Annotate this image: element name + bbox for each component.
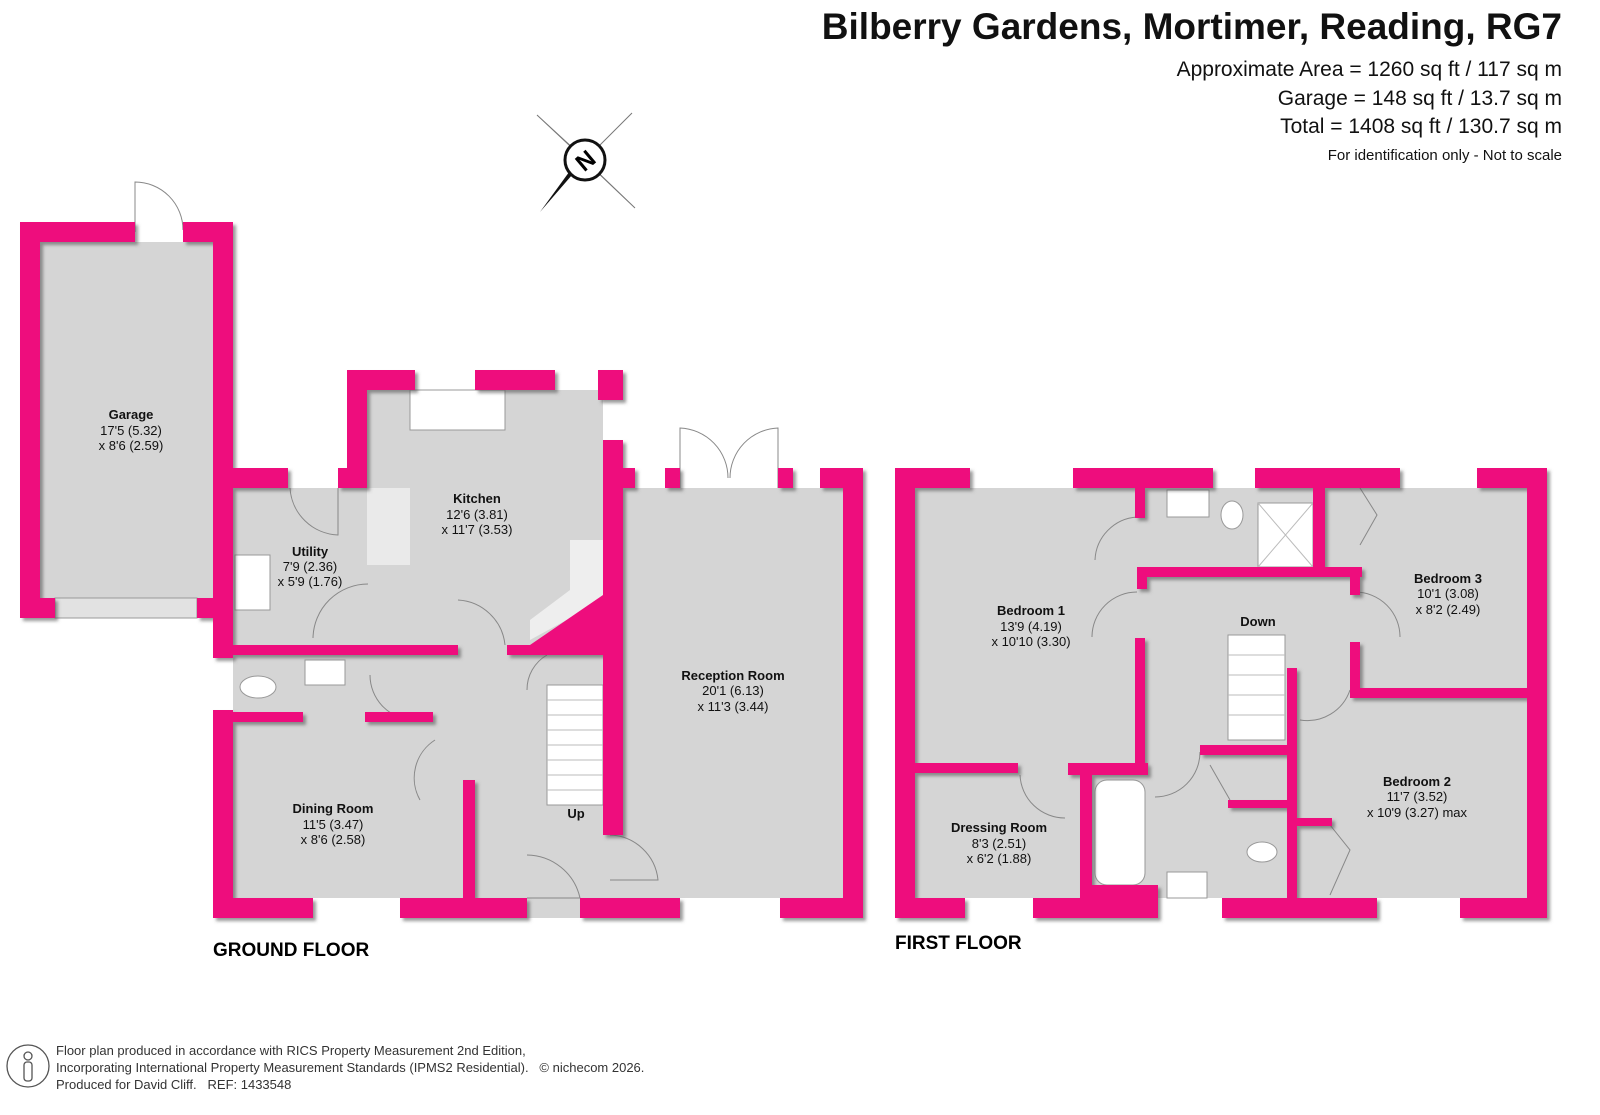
- svg-text:Garage: Garage: [109, 407, 154, 422]
- ground-floor-label: GROUND FLOOR: [213, 940, 369, 961]
- disclaimer-note: For identification only - Not to scale: [1327, 147, 1562, 164]
- person-icon: [6, 1044, 50, 1088]
- room-label-reception-room: Reception Room 20'1 (6.13) x 11'3 (3.44): [681, 668, 784, 714]
- total-area: Total = 1408 sq ft / 130.7 sq m: [1280, 115, 1562, 138]
- svg-text:x 8'6 (2.59): x 8'6 (2.59): [99, 438, 164, 453]
- footer-line-2: Incorporating International Property Mea…: [56, 1059, 644, 1076]
- svg-text:Reception Room: Reception Room: [681, 668, 784, 683]
- room-label-bedroom-3: Bedroom 3 10'1 (3.08) x 8'2 (2.49): [1414, 571, 1482, 617]
- garage-area: Garage = 148 sq ft / 13.7 sq m: [1277, 87, 1562, 110]
- svg-text:7'9 (2.36): 7'9 (2.36): [283, 559, 338, 574]
- svg-text:Dressing Room: Dressing Room: [951, 820, 1047, 835]
- svg-text:Bedroom 2: Bedroom 2: [1383, 774, 1451, 789]
- approximate-area: Approximate Area = 1260 sq ft / 117 sq m: [1176, 58, 1562, 81]
- svg-text:8'3 (2.51): 8'3 (2.51): [972, 836, 1027, 851]
- svg-text:x 5'9 (1.76): x 5'9 (1.76): [278, 574, 343, 589]
- room-label-bedroom-1: Bedroom 1 13'9 (4.19) x 10'10 (3.30): [991, 603, 1070, 649]
- property-title: Bilberry Gardens, Mortimer, Reading, RG7: [821, 6, 1562, 47]
- reference-number: REF: 1433548: [207, 1077, 292, 1092]
- stairs-down-label: Down: [1240, 614, 1275, 629]
- svg-text:x 10'10 (3.30): x 10'10 (3.30): [991, 634, 1070, 649]
- first-floor-label: FIRST FLOOR: [895, 933, 1022, 954]
- svg-text:10'1 (3.08): 10'1 (3.08): [1417, 586, 1479, 601]
- svg-text:11'5 (3.47): 11'5 (3.47): [303, 817, 364, 832]
- svg-text:20'1 (6.13): 20'1 (6.13): [702, 683, 764, 698]
- stairs-up-label: Up: [567, 806, 584, 821]
- footer: Floor plan produced in accordance with R…: [56, 1042, 644, 1093]
- svg-text:Bedroom 1: Bedroom 1: [997, 603, 1065, 618]
- svg-text:x 11'3 (3.44): x 11'3 (3.44): [698, 699, 769, 714]
- svg-text:x 11'7 (3.53): x 11'7 (3.53): [442, 522, 513, 537]
- svg-text:12'6 (3.81): 12'6 (3.81): [446, 507, 508, 522]
- svg-text:Utility: Utility: [292, 544, 329, 559]
- footer-line-3: Produced for David Cliff. REF: 1433548: [56, 1076, 644, 1093]
- ground-floor-walls: [20, 222, 863, 918]
- room-label-utility: Utility 7'9 (2.36) x 5'9 (1.76): [278, 544, 343, 589]
- room-label-bedroom-2: Bedroom 2 11'7 (3.52) x 10'9 (3.27) max: [1367, 774, 1468, 820]
- produced-for: Produced for David Cliff.: [56, 1077, 197, 1092]
- copyright: © nichecom 2026.: [539, 1060, 645, 1075]
- room-label-dining-room: Dining Room 11'5 (3.47) x 8'6 (2.58): [293, 801, 374, 847]
- svg-text:x 10'9 (3.27) max: x 10'9 (3.27) max: [1367, 805, 1468, 820]
- room-label-dressing-room: Dressing Room 8'3 (2.51) x 6'2 (1.88): [951, 820, 1047, 866]
- footer-line-1: Floor plan produced in accordance with R…: [56, 1043, 526, 1058]
- svg-text:17'5 (5.32): 17'5 (5.32): [100, 423, 162, 438]
- svg-text:11'7 (3.52): 11'7 (3.52): [1387, 789, 1448, 804]
- first-floor-walls: [895, 468, 1547, 918]
- svg-text:13'9 (4.19): 13'9 (4.19): [1000, 619, 1062, 634]
- svg-text:Kitchen: Kitchen: [453, 491, 501, 506]
- room-label-garage: Garage 17'5 (5.32) x 8'6 (2.59): [99, 407, 164, 453]
- svg-text:Dining Room: Dining Room: [293, 801, 374, 816]
- svg-text:x 6'2 (1.88): x 6'2 (1.88): [967, 851, 1032, 866]
- svg-text:x 8'2 (2.49): x 8'2 (2.49): [1416, 602, 1481, 617]
- room-label-kitchen: Kitchen 12'6 (3.81) x 11'7 (3.53): [442, 491, 513, 537]
- first-floor-plan: Bedroom 1 13'9 (4.19) x 10'10 (3.30) Bed…: [895, 468, 1547, 954]
- svg-text:Bedroom 3: Bedroom 3: [1414, 571, 1482, 586]
- ground-floor-plan: Garage 17'5 (5.32) x 8'6 (2.59) Utility …: [20, 181, 863, 961]
- footer-standards: Incorporating International Property Mea…: [56, 1060, 529, 1075]
- compass-icon: N: [536, 112, 636, 212]
- svg-text:x 8'6 (2.58): x 8'6 (2.58): [301, 832, 366, 847]
